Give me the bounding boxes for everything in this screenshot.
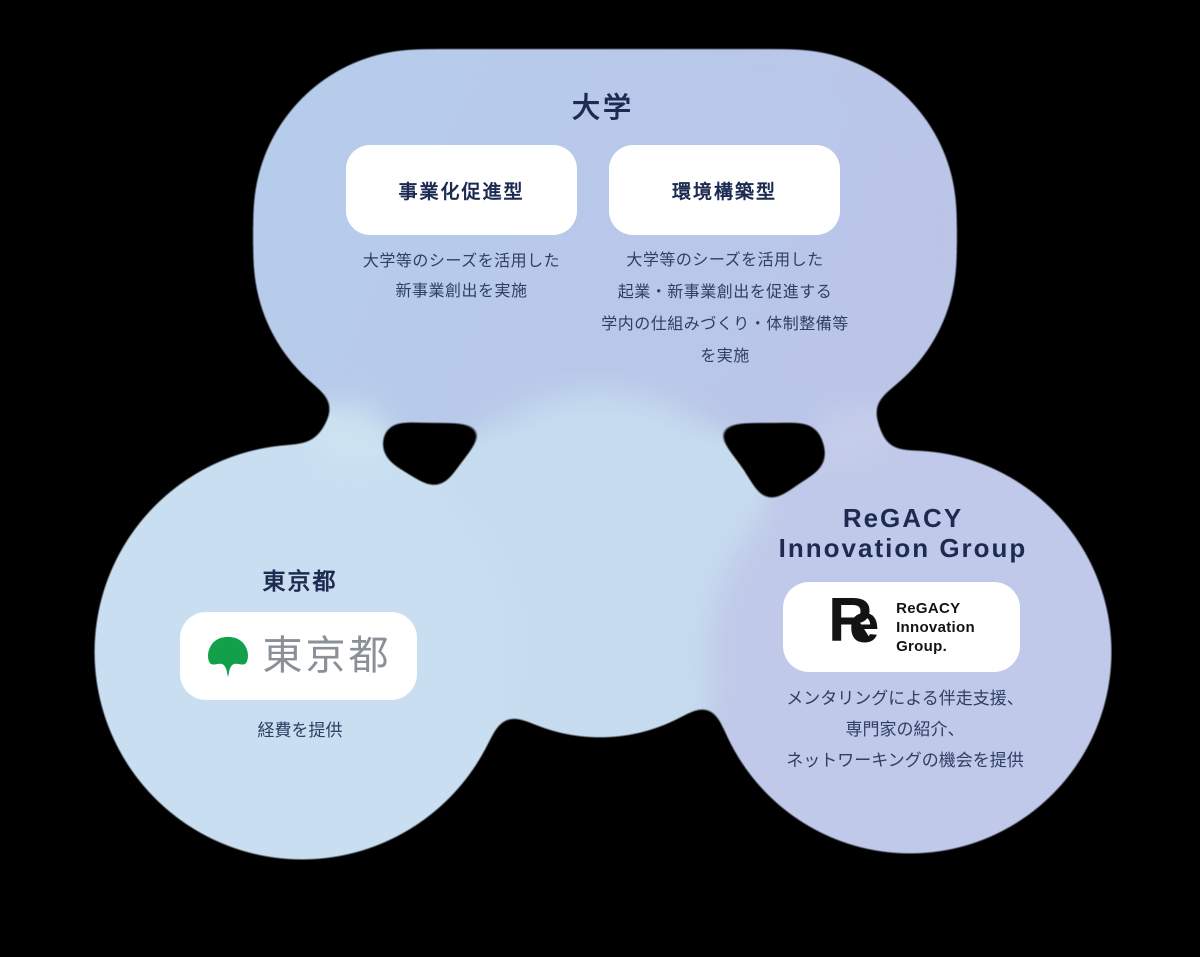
card-environment-building-heading: 環境構築型 bbox=[671, 181, 777, 203]
regacy-logo-mark: R e bbox=[828, 590, 884, 656]
regacy-logo-text-line: Innovation bbox=[896, 618, 975, 636]
regacy-mark-letter-e: e bbox=[849, 594, 880, 654]
tokyo-logo-text: 東京都 bbox=[262, 634, 392, 678]
description-line: 大学等のシーズを活用した bbox=[626, 252, 824, 269]
university-title: 大学 bbox=[571, 92, 634, 123]
ginkgo-leaf-icon bbox=[207, 636, 248, 677]
bridge-right-connector bbox=[822, 406, 882, 466]
regacy-title-line: ReGACY bbox=[842, 503, 964, 533]
university-shape bbox=[254, 50, 956, 422]
card-business-promotion: 事業化促進型 bbox=[346, 145, 577, 235]
center-circle bbox=[428, 393, 772, 737]
tokyo-logo-card: 東京都 bbox=[180, 612, 417, 700]
description-line: 起業・新事業創出を促進する bbox=[617, 284, 833, 301]
bridge-left-connector bbox=[322, 406, 382, 466]
tokyo-description: 経費を提供 bbox=[257, 721, 343, 740]
description-line: を実施 bbox=[700, 348, 750, 365]
card-business-promotion-heading: 事業化促進型 bbox=[398, 181, 525, 203]
card-environment-building: 環境構築型 bbox=[609, 145, 840, 235]
description-line: ネットワーキングの機会を提供 bbox=[786, 751, 1024, 770]
description-line: 大学等のシーズを活用した bbox=[362, 253, 561, 270]
regacy-logo-text-line: Group. bbox=[896, 637, 948, 655]
regacy-description: メンタリングによる伴走支援、 専門家の紹介、 ネットワーキングの機会を提供 bbox=[745, 683, 1065, 776]
regacy-mark-letter-r: R bbox=[828, 586, 873, 655]
regacy-logo-card: R e ReGACY Innovation Group. bbox=[783, 582, 1020, 672]
description-line: メンタリングによる伴走支援、 bbox=[786, 689, 1024, 708]
regacy-logo-text-line: ReGACY bbox=[896, 599, 961, 617]
tokyo-title: 東京都 bbox=[262, 568, 338, 594]
regacy-title: ReGACY Innovation Group bbox=[753, 503, 1053, 563]
business-promotion-description: 大学等のシーズを活用した 新事業創出を実施 bbox=[346, 247, 577, 307]
regacy-title-line: Innovation Group bbox=[778, 533, 1028, 563]
regacy-logo-text: ReGACY Innovation Group. bbox=[896, 599, 975, 656]
description-line: 専門家の紹介、 bbox=[845, 720, 965, 739]
description-line: 学内の仕組みづくり・体制整備等 bbox=[601, 316, 849, 333]
description-line: 新事業創出を実施 bbox=[395, 283, 528, 300]
environment-building-description: 大学等のシーズを活用した 起業・新事業創出を促進する 学内の仕組みづくり・体制整… bbox=[595, 245, 855, 373]
